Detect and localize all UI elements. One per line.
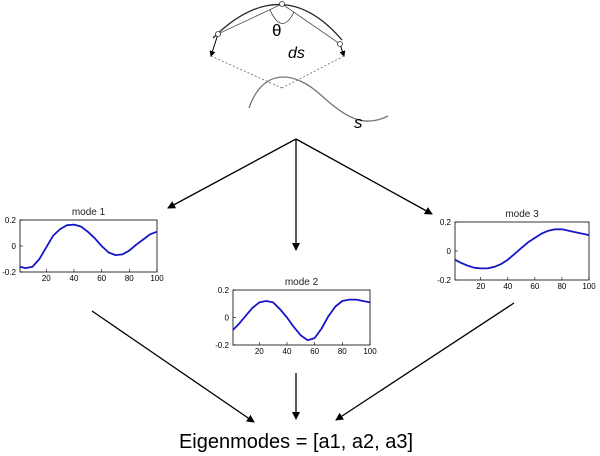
y-tick-label: 0.2 xyxy=(440,218,452,227)
mode-series-line xyxy=(19,223,158,270)
y-tick-label: 0.2 xyxy=(5,216,17,225)
angle-schematic: θ ds s xyxy=(209,1,389,132)
x-tick-label: 100 xyxy=(582,282,596,291)
x-tick-label: 100 xyxy=(150,274,164,283)
angle-arc xyxy=(269,9,295,24)
x-tick-label: 60 xyxy=(310,347,319,356)
mode-series-line xyxy=(232,298,371,342)
x-tick-label: 20 xyxy=(42,274,51,283)
x-tick-label: 20 xyxy=(255,347,264,356)
arrows xyxy=(91,138,515,423)
plot-frame xyxy=(19,219,158,273)
mode-plot-2: mode 2 20 40 60 80 100 0.2 0 -0.2 xyxy=(215,277,377,356)
x-tick-label: 80 xyxy=(125,274,134,283)
y-tick-label: 0.2 xyxy=(218,286,230,295)
x-tick-label: 20 xyxy=(476,282,485,291)
y-tick-label: 0 xyxy=(447,247,452,256)
node-right xyxy=(337,41,343,47)
y-tick-label: 0 xyxy=(225,314,230,323)
x-tick-label: 100 xyxy=(363,347,377,356)
s-label: s xyxy=(354,113,363,132)
segment-right xyxy=(281,3,341,45)
x-tick-label: 40 xyxy=(503,282,512,291)
plot-title: mode 3 xyxy=(505,209,539,220)
x-tick-label: 60 xyxy=(97,274,106,283)
arrow-to-mode1 xyxy=(167,138,297,209)
arrow-mode1-to-result xyxy=(91,310,255,423)
theta-label: θ xyxy=(272,21,281,40)
y-tick-label: -0.2 xyxy=(2,268,16,277)
result-text: Eigenmodes = [a1, a2, a3] xyxy=(179,431,413,453)
arrow-to-mode3 xyxy=(295,138,433,215)
dotted-left xyxy=(210,55,283,89)
plot-title: mode 2 xyxy=(285,277,319,288)
mode-plot-1: mode 1 20 40 60 80 100 0.2 0 -0.2 xyxy=(2,207,164,283)
plot-title: mode 1 xyxy=(72,207,106,218)
y-tick-label: -0.2 xyxy=(215,341,229,350)
node-top xyxy=(279,1,285,7)
x-tick-label: 80 xyxy=(338,347,347,356)
y-tick-label: 0 xyxy=(12,242,17,251)
ds-label: ds xyxy=(288,45,305,62)
x-tick-label: 60 xyxy=(530,282,539,291)
mode-plot-3: mode 3 20 40 60 80 100 0.2 0 -0.2 xyxy=(437,209,596,291)
x-tick-label: 40 xyxy=(70,274,79,283)
tick-left xyxy=(209,33,219,57)
curve-s xyxy=(248,76,389,122)
y-tick-label: -0.2 xyxy=(437,276,451,285)
arrow-mode3-to-result xyxy=(335,302,515,421)
segment-left xyxy=(217,3,283,35)
mode-series-line xyxy=(454,228,590,270)
node-left xyxy=(215,31,221,37)
x-tick-label: 80 xyxy=(557,282,566,291)
mode-plots: mode 1 20 40 60 80 100 0.2 0 -0.2 mode 2 20 40 60 80 1… xyxy=(2,207,596,356)
x-tick-label: 40 xyxy=(283,347,292,356)
